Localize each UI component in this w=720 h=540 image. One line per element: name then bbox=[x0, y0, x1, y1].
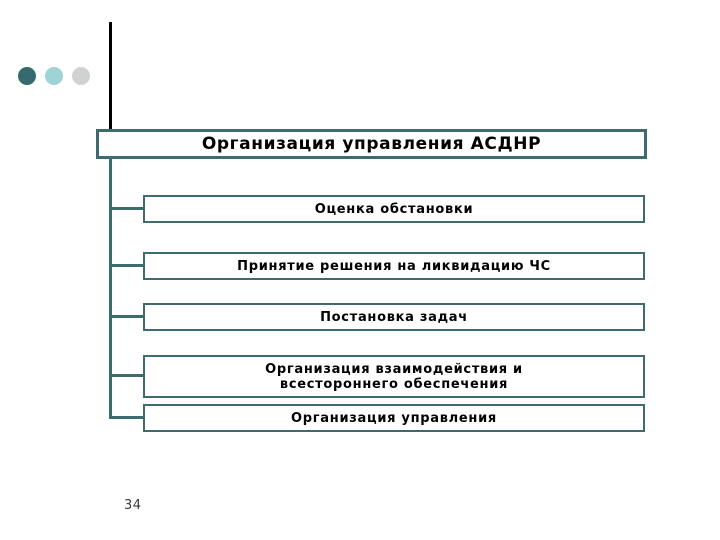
diagram-node-1: Оценка обстановки bbox=[143, 195, 645, 223]
connector-line-2 bbox=[109, 264, 146, 267]
dot-dark-teal-icon bbox=[18, 67, 36, 85]
dot-light-teal-icon bbox=[45, 67, 63, 85]
connector-line-3 bbox=[109, 315, 146, 318]
diagram-trunk-line bbox=[109, 159, 112, 418]
connector-line-4 bbox=[109, 374, 146, 377]
diagram-node-3: Постановка задач bbox=[143, 303, 645, 331]
connector-line-5 bbox=[109, 416, 146, 419]
diagram-node-label: Организация управления bbox=[291, 410, 497, 426]
connector-line-1 bbox=[109, 207, 146, 210]
diagram-node-2: Принятие решения на ликвидацию ЧС bbox=[143, 252, 645, 280]
diagram-node-label: Принятие решения на ликвидацию ЧС bbox=[237, 258, 551, 274]
diagram-node-5: Организация управления bbox=[143, 404, 645, 432]
diagram-node-4: Организация взаимодействия и всесторонне… bbox=[143, 355, 645, 398]
slide-title-box: Организация управления АСДНР bbox=[96, 129, 647, 159]
dot-light-gray-icon bbox=[72, 67, 90, 85]
diagram-node-label: Оценка обстановки bbox=[314, 201, 474, 217]
title-stem-line bbox=[109, 22, 112, 130]
decorative-dots-group bbox=[18, 67, 108, 87]
page-title: Организация управления АСДНР bbox=[201, 133, 542, 154]
page-number: 34 bbox=[124, 498, 142, 513]
diagram-node-label: Организация взаимодействия и всесторонне… bbox=[265, 361, 523, 392]
diagram-node-label: Постановка задач bbox=[320, 309, 468, 325]
